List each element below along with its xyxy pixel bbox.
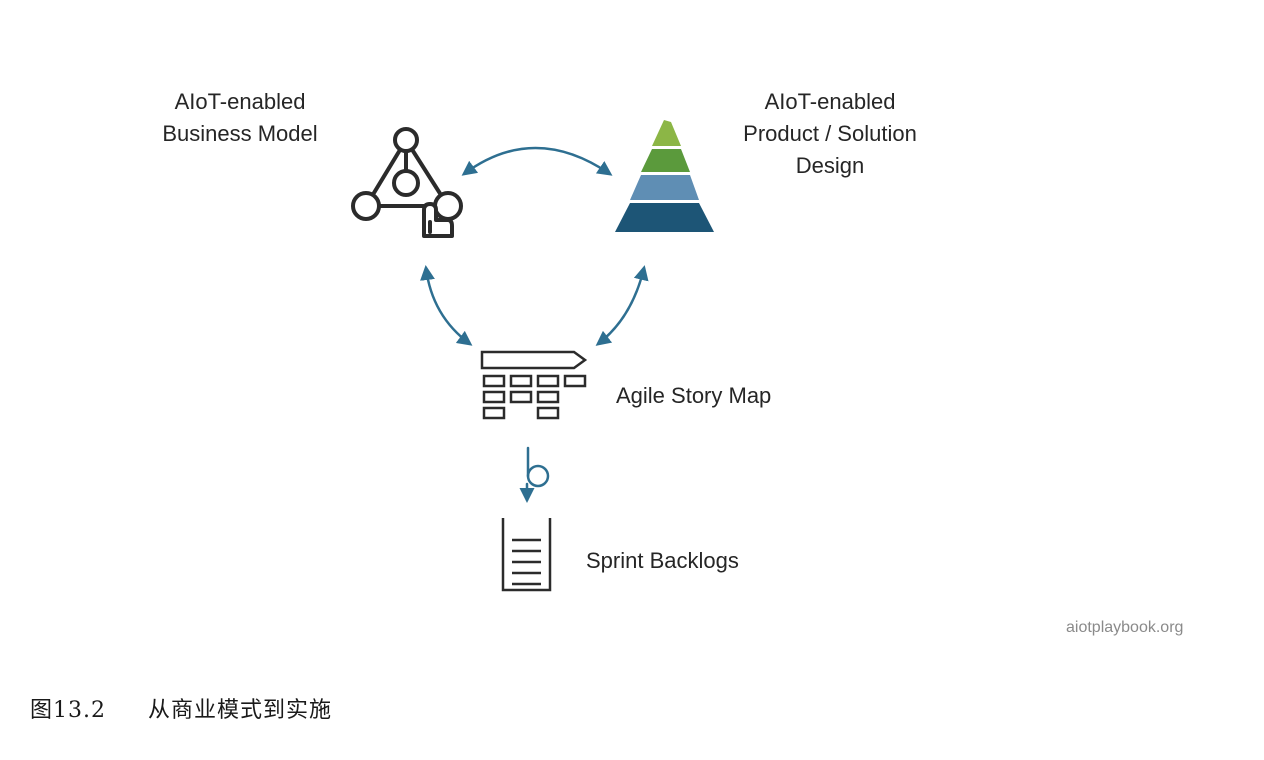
arrow-product-storymap (595, 265, 649, 346)
source-credit: aiotplaybook.org (1066, 619, 1184, 636)
sprint-backlogs-label: Sprint Backlogs (586, 548, 739, 573)
arrow-business-product (461, 146, 613, 176)
story-map-icon (480, 350, 588, 420)
network-hand-icon (351, 127, 463, 238)
figure-title: 从商业模式到实施 (148, 698, 333, 723)
business-model-label: AIoT-enabled Business Model (120, 86, 360, 150)
business-model-line2: Business Model (162, 121, 318, 146)
product-design-line1: AIoT-enabled (764, 89, 896, 114)
product-design-line2: Product / Solution (743, 121, 917, 146)
business-model-line1: AIoT-enabled (174, 89, 306, 114)
b-flow-icon (519, 446, 550, 503)
story-map-label: Agile Story Map (616, 383, 772, 408)
product-design-line3: Design (795, 153, 865, 178)
product-design-label: AIoT-enabled Product / Solution Design (700, 86, 960, 182)
arrow-business-storymap (420, 265, 473, 346)
figure-caption: 图13.2 从商业模式到实施 (30, 692, 332, 724)
backlog-list-icon (501, 518, 552, 592)
figure-number: 图13.2 (30, 698, 106, 723)
pyramid-icon (615, 120, 714, 232)
